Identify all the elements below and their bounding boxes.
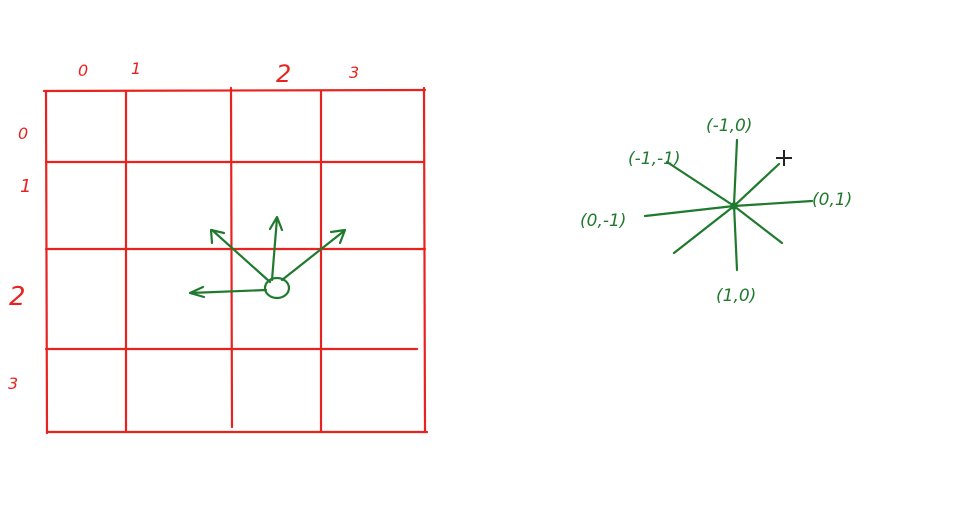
grid-col-labels: 0 1 2 3 — [78, 59, 359, 88]
label-bottom: (1,0) — [716, 286, 756, 306]
arrow-left — [188, 288, 268, 295]
star-center — [730, 202, 738, 210]
grid-vline-0 — [44, 89, 49, 435]
row-label-3: 3 — [8, 374, 18, 393]
label-top-left: (-1,-1) — [628, 149, 681, 169]
row-label-0: 0 — [18, 124, 28, 143]
arrow-up-right-head — [329, 228, 347, 245]
grid-row-labels: 0 1 2 3 — [8, 124, 31, 393]
star-diag-a — [665, 160, 784, 245]
arrow-up-right — [280, 229, 346, 282]
label-left: (0,-1) — [580, 211, 626, 231]
grid-vline-2 — [229, 86, 234, 429]
arrow-up-left-head — [209, 228, 226, 245]
arrow-up-head — [268, 215, 284, 232]
col-label-0: 0 — [78, 61, 88, 80]
direction-star — [643, 138, 814, 272]
label-top: (-1,0) — [706, 116, 752, 136]
neighbor-arrows — [188, 215, 347, 300]
grid-vline-4 — [422, 86, 427, 434]
col-label-1: 1 — [131, 59, 141, 78]
col-label-3: 3 — [349, 63, 359, 82]
crosshair-cursor-icon — [776, 150, 792, 166]
label-right: (0,1) — [812, 190, 852, 210]
arrow-up-left — [210, 228, 272, 284]
col-label-2: 2 — [276, 60, 291, 88]
arrow-left-head — [188, 285, 206, 299]
row-label-1: 1 — [20, 176, 31, 197]
red-grid — [42, 86, 429, 435]
current-cell-circle — [263, 276, 291, 300]
direction-labels: (-1,0) (-1,-1) (0,1) (0,-1) (1,0) — [580, 116, 852, 306]
row-label-2: 2 — [9, 282, 26, 312]
arrow-up — [270, 216, 279, 282]
grid-hline-0 — [42, 88, 427, 93]
